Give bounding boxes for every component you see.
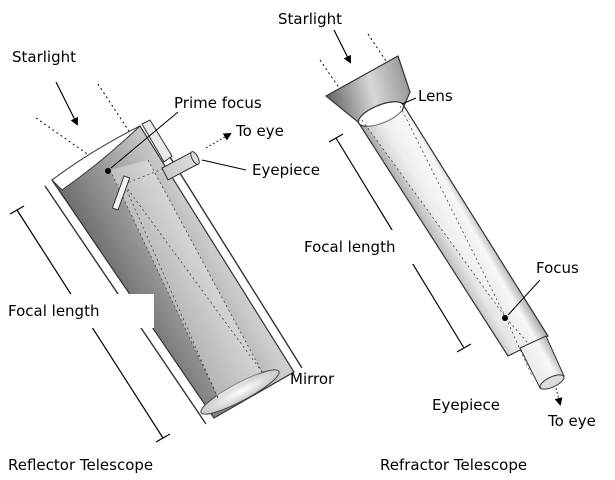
reflector-focal-length-bracket [4,205,171,443]
reflector-eyepiece-leader [201,159,247,171]
mirror [200,369,280,415]
reflector-light-cone [110,160,262,398]
focus-dot [502,315,508,321]
refractor-eyepiece-label: Eyepiece [432,396,500,414]
refractor-caption: Refractor Telescope [380,456,527,474]
lens-label: Lens [418,87,453,105]
prime-focus-dot [105,168,111,174]
refractor-eyepiece-end [539,374,565,390]
refractor-starlight-arrow [333,29,351,64]
reflector-ray-return-1 [123,183,219,399]
reflector-ray-down-left [109,169,219,399]
focus-label: Focus [536,259,579,277]
refractor-ray-left [361,119,507,319]
reflector-ray-down-right [147,159,263,373]
prime-focus-label: Prime focus [174,94,262,112]
reflector-caption: Reflector Telescope [8,456,153,474]
reflector-to-eye-arrow [205,132,232,149]
reflector-telescope: Starlight Prime focus To eye Eyepiece Fo… [4,48,335,474]
mirror-label: Mirror [290,370,335,388]
reflector-ray-return-2 [123,183,263,373]
refractor-focal-length-label: Focal length [304,238,395,256]
secondary-mirror [111,175,131,211]
prime-focus-leader [110,111,179,169]
refractor-starlight-ray-left [319,59,343,93]
reflector-to-eye-label: To eye [235,122,284,140]
refractor-light-cone [362,106,506,318]
refractor-ray-diverge-left [505,317,533,377]
refractor-starlight-label: Starlight [278,10,342,28]
reflector-eyepiece-end [190,151,200,165]
focus-leader [507,279,541,316]
lens-leader [401,97,417,105]
reflector-focal-length-label: Focal length [8,302,99,320]
reflector-starlight-arrow [55,81,78,126]
refractor-ray-diverge-right [505,317,549,367]
reflector-focuser [141,119,173,163]
refractor-to-eye-arrow [554,387,563,406]
refractor-to-eye-label: To eye [547,412,596,430]
refractor-focal-length-bracket [300,133,472,353]
refractor-telescope: Starlight Lens Focal length Focus Eyepie… [278,10,596,474]
reflector-eyepiece-label: Eyepiece [252,161,320,179]
reflector-tube-opening [51,125,141,191]
refractor-lens [357,101,405,127]
reflector-starlight-label: Starlight [12,48,76,66]
